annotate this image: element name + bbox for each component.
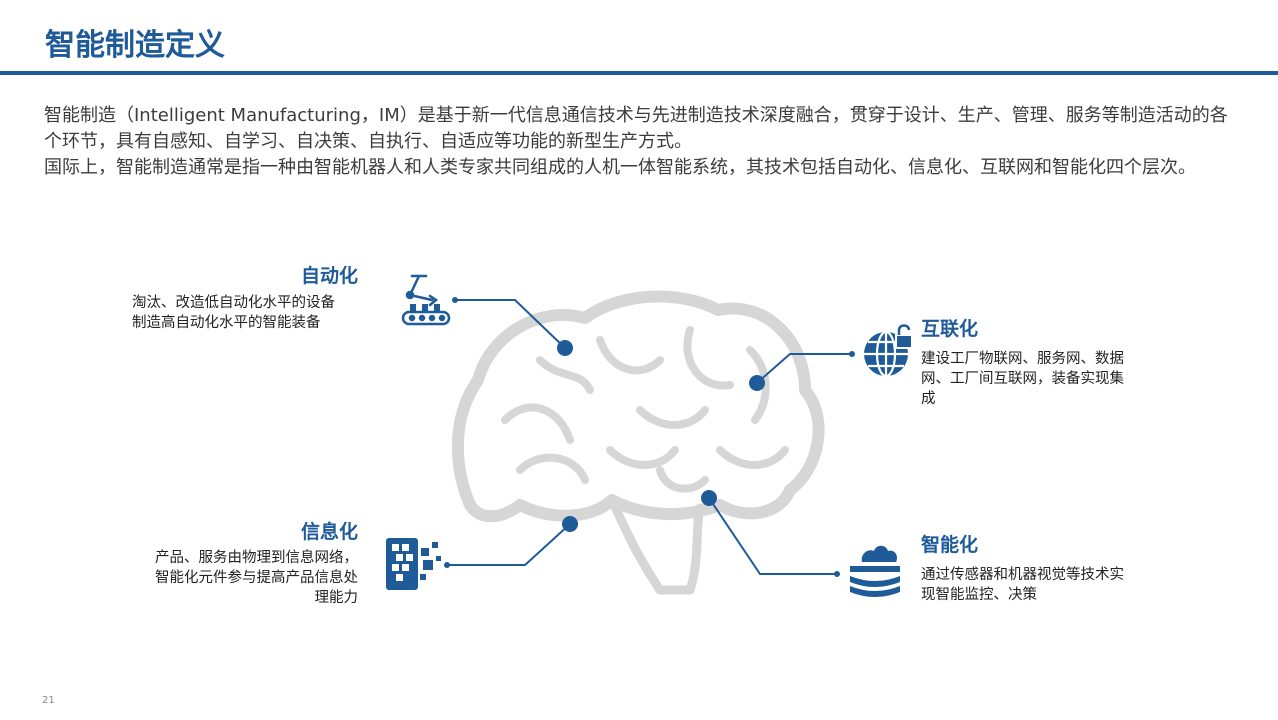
- page-number: 21: [42, 695, 55, 706]
- dot-informatization: [562, 516, 578, 532]
- dot-internet: [749, 375, 765, 391]
- node-desc-intelligence: 通过传感器和机器视觉等技术实 现智能监控、决策: [921, 565, 1124, 605]
- connectors: [447, 299, 852, 575]
- node-label-informatization: 信息化: [300, 521, 358, 543]
- dot-automation: [557, 340, 573, 356]
- robot-arm-conveyor-icon: [401, 274, 451, 326]
- slide-title: 智能制造定义: [45, 28, 225, 63]
- desc-line: 智能化元件参与提高产品信息处: [155, 570, 358, 586]
- desc-line: 淘汰、改造低自动化水平的设备: [132, 295, 335, 311]
- node-label-internet: 互联化: [921, 318, 979, 340]
- desc-line: 现智能监控、决策: [921, 587, 1037, 603]
- node-label-intelligence: 智能化: [921, 534, 979, 556]
- intro-paragraph-1: 智能制造（Intelligent Manufacturing，IM）是基于新一代…: [44, 105, 1228, 152]
- connector-internet: [756, 353, 852, 384]
- connector-intelligence: [708, 497, 837, 575]
- node-desc-informatization: 产品、服务由物理到信息网络， 智能化元件参与提高产品信息处 理能力: [155, 548, 358, 608]
- node-label-automation: 自动化: [300, 265, 358, 287]
- desc-line: 成: [921, 391, 936, 407]
- desc-line: 网、工厂间互联网，装备实现集: [921, 371, 1124, 387]
- digital-pixels-icon: [386, 538, 441, 590]
- connector-informatization: [447, 523, 571, 566]
- desc-line: 产品、服务由物理到信息网络，: [155, 550, 358, 566]
- brain-illustration: [451, 290, 825, 595]
- desc-line: 制造高自动化水平的智能装备: [132, 315, 321, 331]
- connector-automation: [455, 299, 566, 349]
- intro-paragraph-2: 国际上，智能制造通常是指一种由智能机器人和人类专家共同组成的人机一体智能系统，其…: [44, 157, 1196, 178]
- desc-line: 通过传感器和机器视觉等技术实: [921, 567, 1124, 583]
- intro-text: 智能制造（Intelligent Manufacturing，IM）是基于新一代…: [44, 103, 1234, 181]
- globe-lock-icon: [864, 324, 913, 378]
- cloud-layers-icon: [850, 545, 900, 597]
- node-desc-internet: 建设工厂物联网、服务网、数据 网、工厂间互联网，装备实现集 成: [921, 349, 1124, 409]
- desc-line: 建设工厂物联网、服务网、数据: [921, 351, 1124, 367]
- title-underline: [0, 71, 1278, 75]
- desc-line: 理能力: [314, 590, 359, 606]
- node-desc-automation: 淘汰、改造低自动化水平的设备 制造高自动化水平的智能装备: [132, 293, 335, 333]
- connector-dots: [444, 297, 855, 577]
- dot-intelligence: [701, 490, 717, 506]
